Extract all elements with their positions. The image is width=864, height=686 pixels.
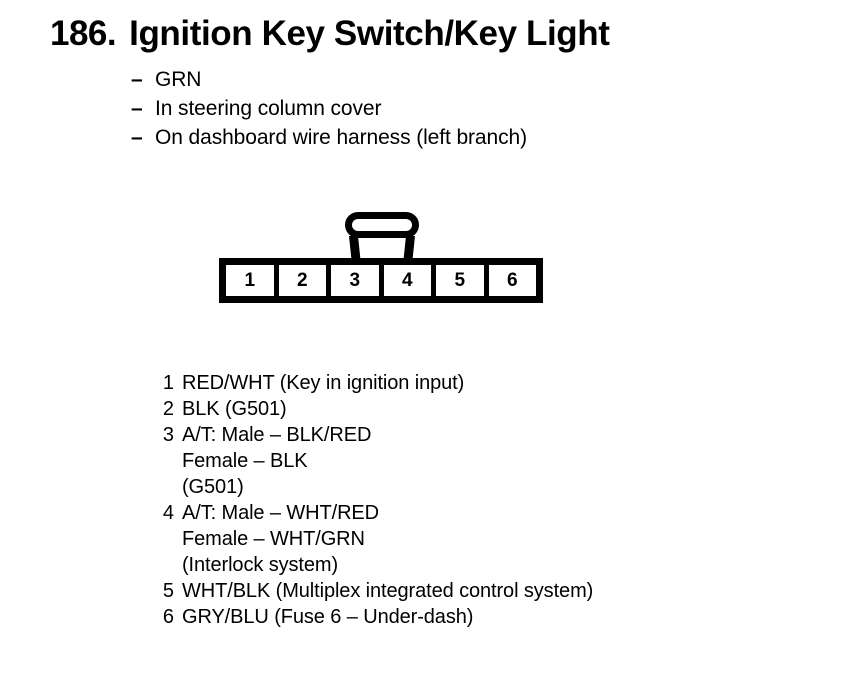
pin-legend-text: RED/WHT (Key in ignition input): [182, 372, 465, 394]
pin-legend-row: Female – BLK: [150, 448, 810, 474]
connector-diagram: 1 2 3 4 5 6: [219, 212, 545, 304]
pin-legend-row: Female – WHT/GRN: [150, 526, 810, 552]
pin-legend-text: Female – WHT/GRN: [182, 528, 365, 550]
connector-pin-3: 3: [331, 265, 379, 296]
pin-legend-row: 1 RED/WHT (Key in ignition input): [150, 370, 810, 396]
pin-legend-row: 6 GRY/BLU (Fuse 6 – Under-dash): [150, 604, 810, 630]
description-item: – GRN: [131, 65, 731, 94]
connector-pin-6: 6: [488, 265, 536, 296]
description-item: – In steering column cover: [131, 94, 731, 123]
pin-legend-text: A/T: Male – WHT/RED: [182, 502, 380, 524]
connector-latch-stem-left-icon: [349, 236, 361, 260]
pin-legend-row: (Interlock system): [150, 552, 810, 578]
connector-pin-4: 4: [383, 265, 431, 296]
pin-legend-number: 4: [162, 502, 174, 524]
pin-legend-text: (G501): [182, 476, 244, 498]
dash-bullet-icon: –: [131, 97, 143, 120]
connector-pin-1: 1: [226, 265, 274, 296]
description-item: – On dashboard wire harness (left branch…: [131, 123, 731, 152]
pin-legend-row: 4 A/T: Male – WHT/RED: [150, 500, 810, 526]
connector-pin-housing: 1 2 3 4 5 6: [219, 258, 543, 303]
description-item-label: In steering column cover: [155, 97, 382, 120]
description-item-label: GRN: [155, 68, 202, 91]
dash-bullet-icon: –: [131, 68, 143, 91]
pin-legend-row: 2 BLK (G501): [150, 396, 810, 422]
pin-legend-row: (G501): [150, 474, 810, 500]
pin-legend-number: 1: [162, 372, 174, 394]
connector-pin-5: 5: [436, 265, 484, 296]
pin-legend-text: BLK (G501): [182, 398, 287, 420]
pin-legend-number: 5: [162, 580, 174, 602]
description-item-label: On dashboard wire harness (left branch): [155, 126, 527, 149]
pin-legend-text: (Interlock system): [182, 554, 339, 576]
dash-bullet-icon: –: [131, 126, 143, 149]
connector-latch-tab-icon: [345, 212, 419, 238]
pin-legend-number: 3: [162, 424, 174, 446]
pin-legend-text: Female – BLK: [182, 450, 308, 472]
pin-legend-row: 5 WHT/BLK (Multiplex integrated control …: [150, 578, 810, 604]
pin-legend-number: 6: [162, 606, 174, 628]
pin-legend-text: A/T: Male – BLK/RED: [182, 424, 372, 446]
pin-legend-row: 3 A/T: Male – BLK/RED: [150, 422, 810, 448]
description-list: – GRN – In steering column cover – On da…: [131, 65, 731, 152]
page-title: 186. Ignition Key Switch/Key Light: [50, 14, 610, 54]
connector-pin-2: 2: [278, 265, 326, 296]
pin-legend-text: GRY/BLU (Fuse 6 – Under-dash): [182, 606, 474, 628]
pin-legend-number: 2: [162, 398, 174, 420]
connector-latch-stem-right-icon: [403, 236, 415, 260]
pin-legend-text: WHT/BLK (Multiplex integrated control sy…: [182, 580, 594, 602]
page-title-number: 186.: [50, 14, 117, 53]
pin-legend-list: 1 RED/WHT (Key in ignition input) 2 BLK …: [150, 370, 810, 630]
page-title-text: Ignition Key Switch/Key Light: [129, 14, 610, 53]
